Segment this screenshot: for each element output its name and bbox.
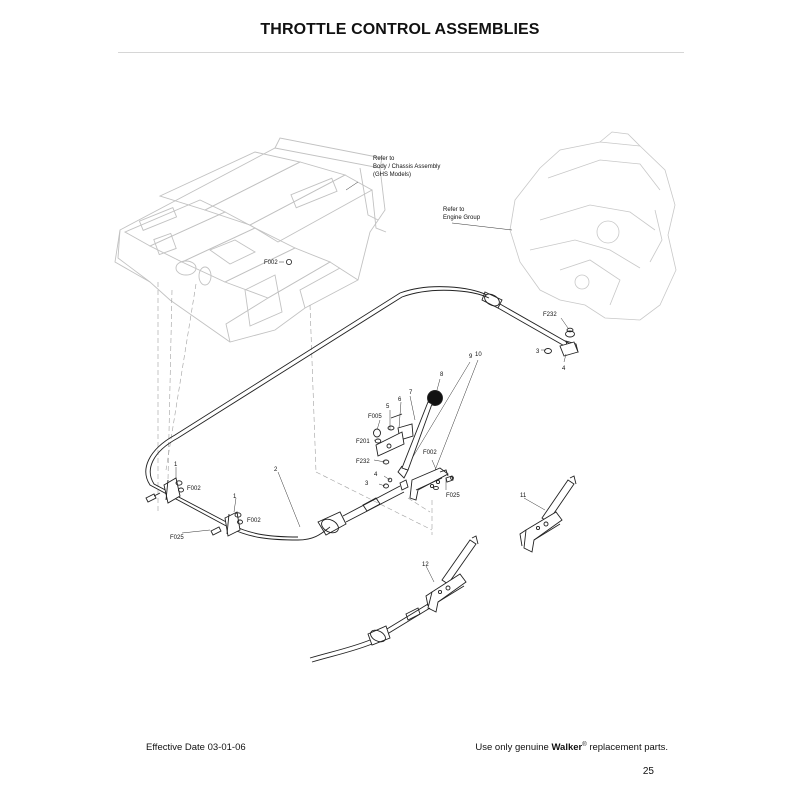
brand-name: Walker — [551, 742, 583, 754]
swivel-fitting — [544, 327, 579, 357]
callout-f232-b: F232 — [356, 459, 370, 465]
note-engine-group-line1: Refer to — [443, 207, 465, 213]
washer-f002-a — [285, 258, 292, 265]
note-engine-group-line2: Engine Group — [443, 215, 481, 221]
note-body-chassis-line3: (GHS Models) — [373, 172, 411, 178]
callout-12: 12 — [422, 562, 429, 568]
callout-8: 8 — [440, 372, 444, 378]
effective-date: Effective Date 03-01-06 — [146, 742, 246, 753]
callout-11: 11 — [520, 493, 527, 499]
cable-clamp-lower — [210, 511, 243, 537]
registered-mark: ® — [582, 742, 587, 748]
callout-f005: F005 — [368, 414, 382, 420]
callout-f025-b: F025 — [170, 535, 184, 541]
callout-1-b: 1 — [233, 494, 237, 500]
callout-4-b: 4 — [374, 472, 378, 478]
callout-1-a: 1 — [174, 462, 178, 468]
note-body-chassis-line1: Refer to — [373, 156, 395, 162]
callout-f025-a: F025 — [446, 493, 460, 499]
note-body-chassis-line2: Body / Chassis Assembly — [373, 164, 440, 170]
footer-tagline: Use only genuine Walker® replacement par… — [475, 742, 668, 753]
callout-4-a: 4 — [562, 366, 566, 372]
leader-lines — [175, 181, 569, 583]
throttle-cable — [145, 286, 490, 541]
callout-f002-c: F002 — [187, 486, 201, 492]
cable-end-lever — [317, 485, 405, 536]
callout-f201: F201 — [356, 439, 370, 445]
cable-clamp-upper — [145, 477, 184, 504]
body-chassis-outline — [114, 137, 387, 343]
footer-prefix: Use only genuine — [475, 742, 549, 754]
footer-suffix: replacement parts. — [589, 742, 668, 754]
callout-3-b: 3 — [365, 481, 369, 487]
engine-outline — [509, 131, 677, 321]
callout-f002-d: F002 — [247, 518, 261, 524]
foot-pedal-11 — [519, 475, 577, 553]
page-number: 25 — [642, 766, 654, 777]
callout-f002-a: F002 — [264, 260, 278, 266]
callout-6: 6 — [398, 397, 402, 403]
callout-2: 2 — [274, 467, 278, 473]
callout-5: 5 — [386, 404, 390, 410]
callout-10: 10 — [475, 352, 482, 358]
callout-3-a: 3 — [536, 349, 540, 355]
title-divider — [118, 52, 684, 53]
page-title: THROTTLE CONTROL ASSEMBLIES — [260, 21, 540, 38]
callout-9: 9 — [469, 354, 473, 360]
callout-f002-b: F002 — [423, 450, 437, 456]
foot-pedal-12 — [425, 535, 479, 613]
hidden-lines — [157, 282, 433, 535]
pedal-12-cable — [309, 603, 431, 663]
throttle-lever-assembly — [373, 390, 454, 501]
callout-f232-a: F232 — [543, 312, 557, 318]
callout-7: 7 — [409, 390, 413, 396]
